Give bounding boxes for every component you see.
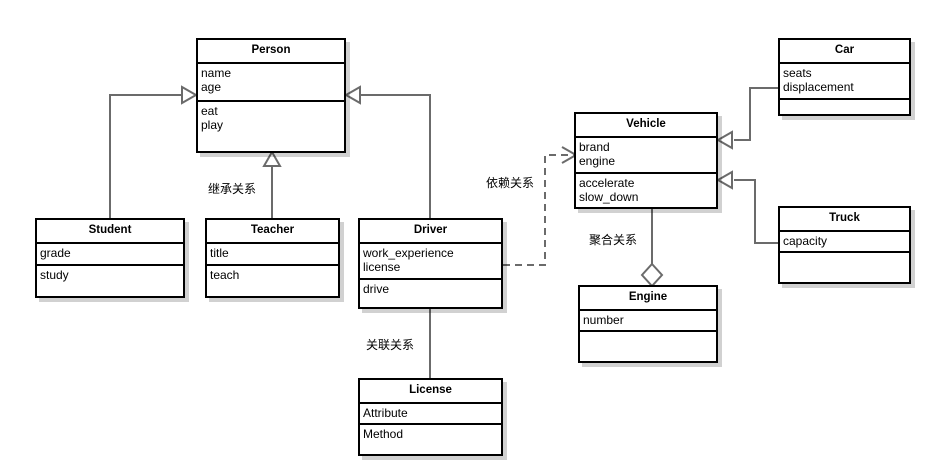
attribute-row: title: [210, 245, 229, 260]
generalization-arrowhead-teacher: [262, 149, 282, 167]
class-attributes-truck: capacity: [780, 232, 909, 253]
attribute-row: name: [201, 65, 232, 80]
method-row: play: [201, 117, 224, 132]
class-attributes-engine: number: [580, 311, 716, 332]
class-box-license[interactable]: License Attribute Method: [358, 378, 503, 456]
attribute-row: seats: [783, 65, 812, 80]
connector-driver-to-vehicle-dependency: [503, 154, 574, 266]
attribute-row: Attribute: [363, 405, 408, 420]
class-title-teacher: Teacher: [207, 220, 338, 244]
attribute-row: license: [363, 259, 401, 274]
class-title-vehicle: Vehicle: [576, 114, 716, 138]
class-box-car[interactable]: Car seats displacement: [778, 38, 911, 116]
class-title-engine: Engine: [580, 287, 716, 311]
class-box-truck[interactable]: Truck capacity: [778, 206, 911, 284]
class-title-driver: Driver: [360, 220, 501, 244]
generalization-arrowhead-student: [181, 85, 199, 105]
class-title-person: Person: [198, 40, 344, 64]
connector-car-to-vehicle: [734, 87, 778, 141]
class-methods-driver: drive: [360, 280, 501, 298]
connector-driver-to-person: [346, 94, 431, 218]
class-box-teacher[interactable]: Teacher title teach: [205, 218, 340, 298]
method-row: teach: [210, 267, 240, 282]
class-attributes-vehicle: brand engine: [576, 138, 716, 174]
class-attributes-student: grade: [37, 244, 183, 266]
method-row: Method: [363, 426, 404, 441]
class-methods-vehicle: accelerate slow_down: [576, 174, 716, 206]
attribute-row: displacement: [783, 79, 854, 94]
class-box-student[interactable]: Student grade study: [35, 218, 185, 298]
class-box-person[interactable]: Person name age eat play: [196, 38, 346, 153]
relationship-label-association: 关联关系: [366, 338, 415, 352]
class-title-student: Student: [37, 220, 183, 244]
class-box-driver[interactable]: Driver work_experience license drive: [358, 218, 503, 309]
attribute-row: grade: [40, 245, 71, 260]
class-attributes-person: name age: [198, 64, 344, 102]
class-methods-engine: [580, 332, 716, 336]
attribute-row: brand: [579, 139, 610, 154]
class-attributes-driver: work_experience license: [360, 244, 501, 280]
class-methods-person: eat play: [198, 102, 344, 134]
relationship-label-aggregation: 聚合关系: [589, 233, 638, 247]
relationship-label-inheritance: 继承关系: [208, 182, 257, 196]
class-methods-license: Method: [360, 425, 501, 443]
method-row: slow_down: [579, 189, 639, 204]
class-attributes-car: seats displacement: [780, 64, 909, 100]
generalization-arrowhead-car: [715, 130, 733, 150]
method-row: eat: [201, 103, 218, 118]
class-title-truck: Truck: [780, 208, 909, 232]
class-box-engine[interactable]: Engine number: [578, 285, 718, 363]
generalization-arrowhead-truck: [715, 170, 733, 190]
connector-truck-to-vehicle: [734, 179, 778, 244]
method-row: study: [40, 267, 69, 282]
class-title-license: License: [360, 380, 501, 404]
generalization-arrowhead-driver: [343, 85, 361, 105]
class-methods-teacher: teach: [207, 266, 338, 284]
class-methods-car: [780, 100, 909, 104]
method-row: drive: [363, 281, 390, 296]
class-methods-student: study: [37, 266, 183, 284]
class-box-vehicle[interactable]: Vehicle brand engine accelerate slow_dow…: [574, 112, 718, 209]
method-row: accelerate: [579, 175, 635, 190]
relationship-label-dependency: 依赖关系: [486, 176, 535, 190]
attribute-row: number: [583, 312, 624, 327]
attribute-row: capacity: [783, 233, 828, 248]
attribute-row: work_experience: [363, 245, 454, 260]
attribute-row: engine: [579, 153, 616, 168]
attribute-row: age: [201, 79, 222, 94]
class-methods-truck: [780, 253, 909, 257]
class-title-car: Car: [780, 40, 909, 64]
class-attributes-license: Attribute: [360, 404, 501, 425]
aggregation-diamond-engine: [640, 262, 664, 288]
connector-student-to-person: [109, 94, 196, 218]
class-attributes-teacher: title: [207, 244, 338, 266]
